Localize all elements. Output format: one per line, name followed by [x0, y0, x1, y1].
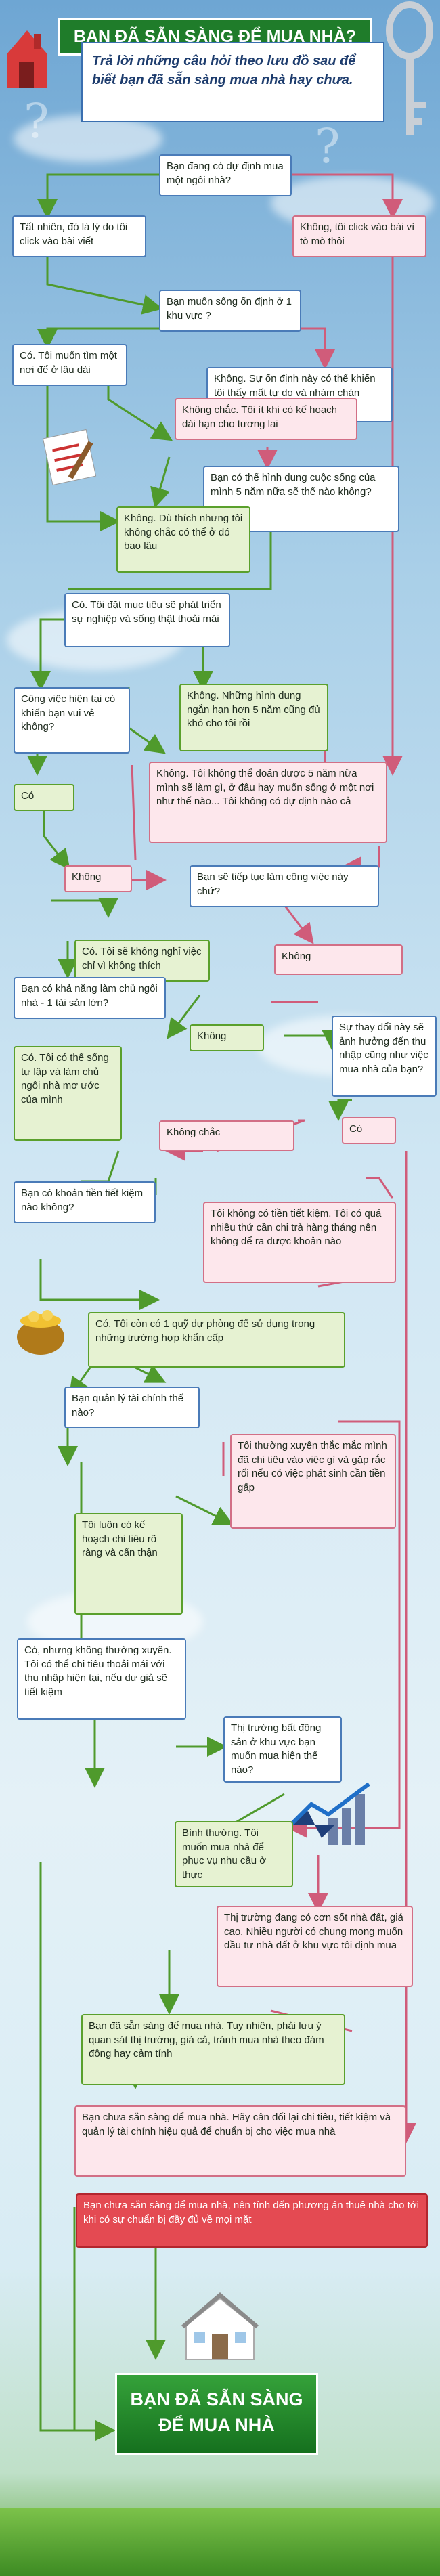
node-no-curious: Không, tôi click vào bài vì tò mò thôi	[292, 215, 426, 257]
node-not-sure: Không chắc	[159, 1120, 294, 1151]
svg-text:?: ?	[315, 118, 340, 173]
node-start-question: Bạn đang có dự định mua một ngôi nhà?	[159, 154, 292, 196]
node-no-5-year-image: Không. Những hình dung ngắn hạn hơn 5 nă…	[179, 684, 328, 751]
node-no-job: Không	[64, 865, 132, 892]
house-icon	[179, 2292, 261, 2366]
key-icon	[376, 0, 437, 156]
node-market-question: Thị trường bất động sản ở khu vực bạn mu…	[223, 1716, 342, 1783]
svg-text:?: ?	[24, 93, 49, 148]
node-settle-question: Bạn muốn sống ổn định ở 1 khu vực ?	[159, 290, 301, 332]
node-normal-market: Bình thường. Tôi muốn mua nhà để phục vụ…	[175, 1821, 293, 1887]
final-ready-banner: BẠN ĐÃ SẴN SÀNG ĐỂ MUA NHÀ	[115, 2373, 318, 2455]
node-always-settle: Không. Dù thích nhưng tôi không chắc có …	[116, 506, 250, 573]
node-overspend: Tôi thường xuyên thắc mắc mình đã chi ti…	[230, 1434, 396, 1529]
page-subtitle: Trả lời những câu hỏi theo lưu đồ sau để…	[81, 42, 384, 122]
node-no-long-plan: Không chắc. Tôi ít khi có kế hoạch dài h…	[175, 398, 357, 440]
question-mark-icon: ?	[308, 118, 349, 174]
node-hot-market: Thị trường đang có cơn sốt nhà đất, giá …	[217, 1906, 413, 1987]
node-finance-question: Bạn quản lý tài chính thế nào?	[64, 1387, 200, 1428]
node-yes-change: Có	[342, 1117, 396, 1144]
house-icon	[0, 14, 54, 95]
node-no-job-change: Có. Tôi sẽ không nghỉ việc chỉ vì không …	[74, 940, 210, 982]
node-change-impact: Sự thay đổi này sẽ ảnh hưởng đến thu nhậ…	[332, 1016, 437, 1097]
node-job-continue-question: Bạn sẽ tiếp tục làm công việc này chứ?	[190, 865, 379, 907]
grass-ground	[0, 2508, 440, 2576]
node-emergency-fund: Có. Tôi còn có 1 quỹ dự phòng để sử dụng…	[88, 1312, 345, 1368]
node-cannot-predict: Không. Tôi không thể đoán được 5 năm nữa…	[149, 762, 387, 843]
node-yes-job: Có	[14, 784, 74, 811]
node-not-ready: Bạn chưa sẵn sàng để mua nhà. Hãy cân đố…	[74, 2105, 406, 2177]
cloud	[14, 115, 162, 162]
node-no-job-change-pink: Không	[274, 944, 403, 975]
question-mark-icon: ?	[17, 93, 58, 149]
node-clear-plan: Tôi luôn có kế hoạch chi tiêu rõ ràng và…	[74, 1513, 183, 1615]
node-not-disciplined: Có, nhưng không thường xuyên. Tôi có thể…	[17, 1638, 186, 1720]
node-career-goals: Có. Tôi đặt mục tiêu sẽ phát triển sự ng…	[64, 593, 230, 647]
node-not-ready-rent: Bạn chưa sẵn sàng để mua nhà, nên tính đ…	[76, 2193, 428, 2248]
node-self-reliant: Có. Tôi có thể sống tự lập và làm chủ ng…	[14, 1046, 122, 1141]
node-afford-question: Bạn có khả năng làm chủ ngôi nhà - 1 tài…	[14, 977, 166, 1019]
node-long-term-place: Có. Tôi muốn tìm một nơi để ở lâu dài	[12, 344, 127, 386]
node-savings-question: Bạn có khoản tiền tiết kiệm nào không?	[14, 1181, 156, 1223]
money-pot-icon	[10, 1296, 71, 1357]
node-job-question: Công việc hiện tại có khiến bạn vui vẻ k…	[14, 687, 130, 754]
rising-chart-icon	[281, 1777, 382, 1852]
node-yes-follow: Tất nhiên, đó là lý do tôi click vào bài…	[12, 215, 146, 257]
node-no-savings: Tôi không có tiền tiết kiệm. Tôi có quá …	[203, 1202, 396, 1283]
node-ready-watch-market: Bạn đã sẵn sàng để mua nhà. Tuy nhiên, p…	[81, 2014, 345, 2085]
checklist-icon	[41, 427, 102, 487]
node-no-afford: Không	[190, 1024, 264, 1051]
